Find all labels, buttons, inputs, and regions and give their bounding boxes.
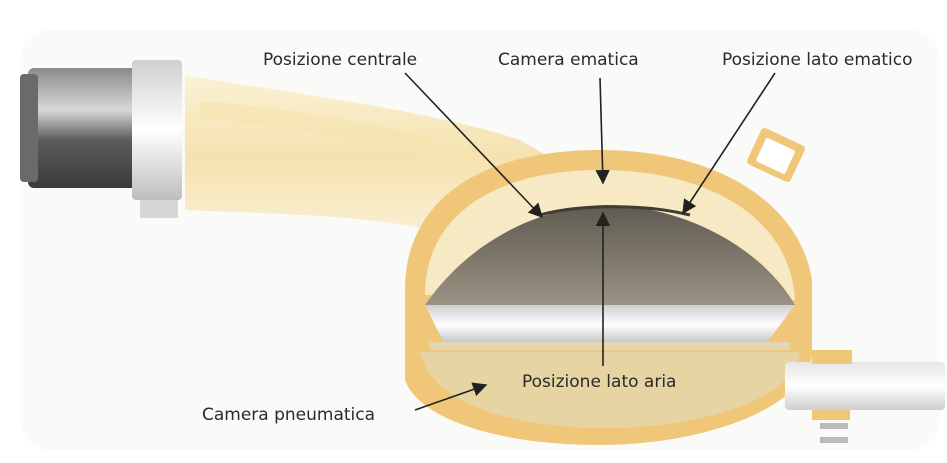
- label-blood-side-position: Posizione lato ematico: [722, 50, 913, 70]
- membrane-ring: [425, 305, 795, 345]
- label-central-position: Posizione centrale: [263, 50, 417, 70]
- label-blood-chamber: Camera ematica: [498, 50, 639, 70]
- label-air-side-position: Posizione lato aria: [522, 372, 676, 392]
- label-pneumatic-chamber: Camera pneumatica: [202, 405, 375, 425]
